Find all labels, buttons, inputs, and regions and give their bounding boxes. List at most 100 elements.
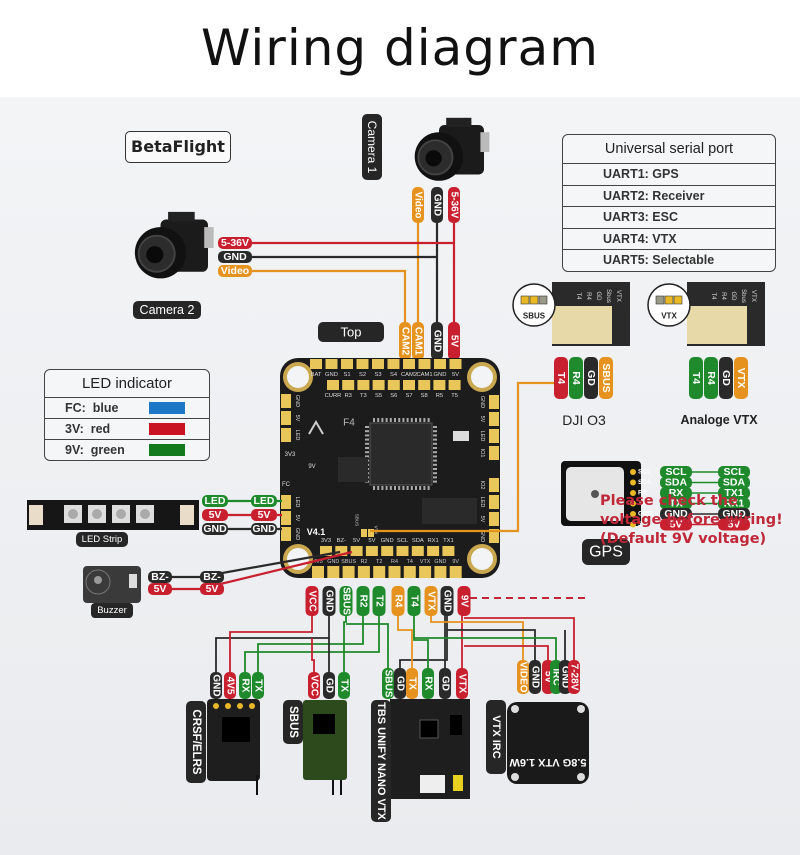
tag-bg — [224, 672, 236, 699]
fc-crystal — [453, 431, 469, 441]
tag-bg — [148, 571, 172, 583]
tag-label: GND — [664, 508, 688, 520]
camera-2-label-text: Camera 2 — [140, 303, 195, 317]
gps-pin-label: GND — [638, 511, 653, 518]
fc-pad-label: GND — [327, 559, 339, 565]
gps-pin-label: 5V — [638, 521, 647, 528]
tag-label: BZ- — [151, 571, 169, 583]
fc-pad — [341, 359, 353, 369]
module-wire-label: T4 — [690, 372, 702, 384]
gps-module-tag: 5V — [660, 518, 692, 531]
receiver-chip — [222, 717, 250, 742]
led-strip-led-center — [140, 509, 150, 519]
tag-label: GND — [223, 251, 247, 263]
fc-pad-label: SBUS — [341, 559, 356, 565]
fc-bottom-tag-5: R4 — [391, 586, 405, 616]
tag-bg — [239, 672, 251, 699]
sbus-rx-label: SBUS — [283, 700, 303, 744]
tag-label: TX1 — [724, 487, 743, 499]
fc-pad-label: CAM2 — [401, 372, 417, 378]
tag-bg — [406, 668, 418, 699]
header-pin-label: GD — [595, 292, 601, 302]
tag-bg — [202, 523, 228, 535]
mcu-pin — [398, 418, 401, 422]
fc-top-tag-cam1: CAM1 — [412, 322, 424, 360]
led-strip-fc-tag: 5V — [251, 509, 277, 521]
tag-label: 5V — [206, 583, 219, 595]
led-strip-tag: LED — [202, 495, 228, 507]
module-wire-label: GD — [720, 370, 732, 386]
gps-antenna-dot — [591, 490, 599, 498]
fc-pad — [365, 546, 378, 556]
tag-label: GND — [252, 523, 276, 535]
led-row-label: 3V: red — [65, 422, 111, 436]
fc-mcu-label: F4 — [343, 418, 355, 429]
tag-bg — [448, 322, 460, 360]
fc-version-label: V4.1 — [307, 527, 326, 537]
gps-module-tag: RX — [660, 487, 692, 499]
mcu-pin — [433, 472, 437, 475]
led-strip-connector — [29, 505, 43, 525]
fc-pad — [387, 359, 400, 369]
tag-bg — [339, 586, 353, 616]
vtx-irc-tag: GND — [529, 660, 541, 694]
fc-pad-label: SCL — [397, 538, 409, 544]
jumper-label: VTX — [661, 312, 677, 321]
mcu-pin — [389, 486, 392, 490]
pill-bg — [186, 701, 206, 783]
module-wire-tag — [689, 357, 703, 399]
fc-pad-label: BZ- — [337, 538, 346, 544]
tag-label: GND — [530, 666, 541, 688]
fc-pad — [403, 359, 415, 369]
tag-label: BZ- — [203, 571, 221, 583]
irc-wire-power — [464, 617, 575, 660]
tag-bg — [391, 586, 405, 616]
tag-bg — [448, 187, 460, 223]
fc-pad — [489, 495, 499, 509]
fc-pad-label: IO2 — [479, 481, 485, 490]
fc-pad — [342, 380, 355, 390]
tag-bg — [412, 187, 424, 223]
header-pin-label: T4 — [575, 292, 581, 300]
fc-pad — [489, 478, 499, 492]
tag-label: R2 — [358, 595, 369, 608]
irc-wire-video — [430, 612, 524, 660]
tag-label: 5-36V — [221, 237, 249, 249]
fc-bottom-tag-0: VCC — [305, 586, 319, 616]
mcu-pin — [406, 418, 409, 422]
fc-pad — [449, 566, 462, 578]
fc-pad — [489, 429, 499, 443]
pill-bg — [318, 322, 384, 342]
tag-bg — [399, 322, 411, 360]
tag-label: GND — [432, 330, 443, 352]
tag-bg — [200, 583, 224, 595]
fc-pad-label: 5V — [479, 516, 485, 523]
receiver-pad — [213, 703, 219, 709]
irc-wire-irc — [414, 637, 557, 660]
buzzer-label-text: Buzzer — [97, 605, 127, 616]
fc-pad — [411, 546, 424, 556]
fc-pad-label: R5 — [436, 393, 443, 399]
jumper-pin — [664, 295, 674, 305]
mcu-pin — [365, 451, 369, 454]
firmware-label: BetaFlight — [131, 137, 225, 156]
gps-pin — [630, 521, 636, 528]
fc-pad — [281, 411, 291, 425]
fc-top-tag-gnd: GND — [431, 322, 443, 360]
camera-connector — [480, 132, 490, 152]
camera-top — [168, 211, 195, 222]
fc-pad — [381, 546, 394, 556]
mcu-pin — [365, 442, 369, 445]
crsf-wire-4v5 — [229, 612, 313, 690]
mcu-pin — [433, 455, 437, 458]
led-row-label: FC: blue — [65, 401, 119, 415]
fc-pad-label: LED — [294, 497, 300, 508]
fc-pad-label: RX1 — [427, 538, 438, 544]
tag-bg — [439, 668, 451, 699]
tag-bg — [431, 322, 443, 360]
tag-bg — [218, 237, 252, 249]
led-strip-tag: 5V — [202, 509, 228, 521]
tag-bg — [718, 518, 750, 531]
gps-fc-tag: SDA — [718, 476, 750, 489]
